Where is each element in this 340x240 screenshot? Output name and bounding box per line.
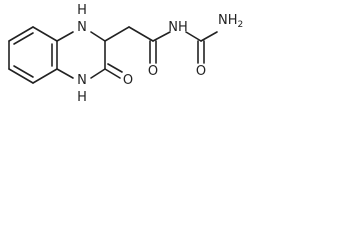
atom-n1: N — [77, 20, 87, 35]
atom-n4-hydrogen: H — [77, 90, 87, 105]
bond — [104, 26, 130, 42]
atom-o-ring: O — [123, 73, 133, 88]
bond — [200, 31, 218, 42]
bond — [104, 68, 121, 79]
atom-n-terminal-symbol: NH — [218, 13, 238, 28]
bond — [56, 68, 74, 79]
atom-o-amide: O — [148, 64, 158, 79]
atom-n-terminal-subscript: 2 — [238, 20, 244, 30]
atom-n4: N — [77, 73, 87, 88]
atom-n-amide: N — [168, 20, 178, 35]
bond — [128, 26, 154, 42]
bond — [13, 32, 34, 45]
bond — [8, 68, 34, 84]
bond — [32, 68, 58, 84]
bond — [56, 31, 74, 42]
bond — [90, 68, 106, 79]
bond — [185, 31, 202, 42]
atom-n-terminal: NH2 — [218, 13, 243, 30]
bond — [32, 26, 58, 42]
bond — [8, 26, 34, 42]
bond — [90, 31, 106, 42]
atom-n-amide-hydrogen: H — [178, 20, 188, 35]
chemical-structure: H N N H O O N H O NH2 — [8, 3, 243, 105]
atom-n1-hydrogen: H — [77, 3, 87, 18]
bond — [107, 63, 123, 73]
bond-lines — [8, 26, 218, 84]
atom-labels: H N N H O O N H O NH2 — [77, 3, 243, 105]
bond — [152, 31, 171, 42]
atom-o-urea: O — [196, 64, 206, 79]
bond — [13, 65, 34, 78]
